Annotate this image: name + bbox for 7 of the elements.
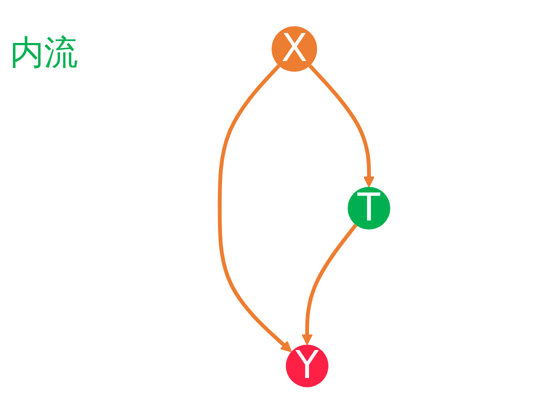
node-circle: X	[272, 26, 318, 72]
node-circle: Y	[286, 344, 328, 388]
arrow	[218, 64, 292, 352]
arrow	[308, 64, 375, 188]
note-text: 内流	[10, 32, 78, 75]
arrow	[302, 224, 358, 346]
node-circle: T	[348, 186, 390, 230]
